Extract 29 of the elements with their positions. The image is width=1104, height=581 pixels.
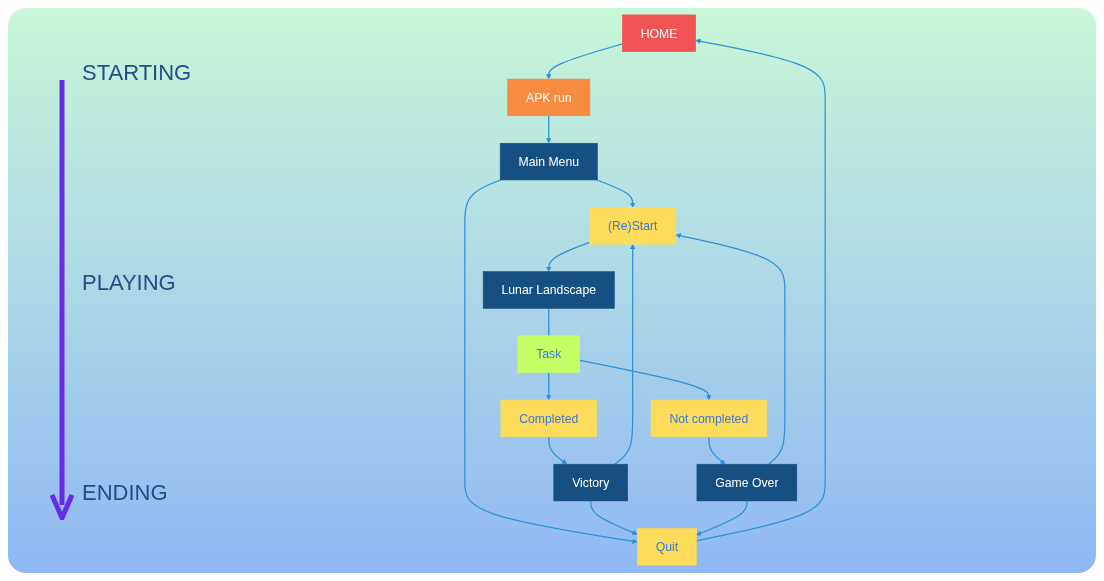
arrow [695,38,826,542]
arrow [546,241,591,272]
node-box: Not completed [650,399,767,438]
node-box: Game Over [696,463,798,502]
node-box: HOME [622,14,696,52]
connector [548,307,550,337]
node-box: (Re)Start [589,207,677,245]
stage-label: PLAYING [82,270,176,296]
node-box: Quit [637,528,697,566]
arrow [546,43,623,80]
arrow [708,436,726,465]
node-box: Victory [553,463,628,502]
node-box: Lunar Landscape [482,271,615,309]
arrow [590,500,638,535]
node-box: Completed [500,399,597,438]
arrow [675,233,786,465]
arrow [464,179,638,544]
arrow [546,115,552,144]
arrow [614,243,636,465]
arrow [596,179,636,208]
node-box: APK run [507,78,591,117]
arrow [546,371,552,401]
node-box: Main Menu [499,142,598,181]
node-box: Task [517,335,580,373]
stage-label: ENDING [82,480,168,506]
stage-label: STARTING [82,60,192,86]
arrow [579,359,712,401]
arrow [548,436,567,465]
arrow [696,500,748,536]
